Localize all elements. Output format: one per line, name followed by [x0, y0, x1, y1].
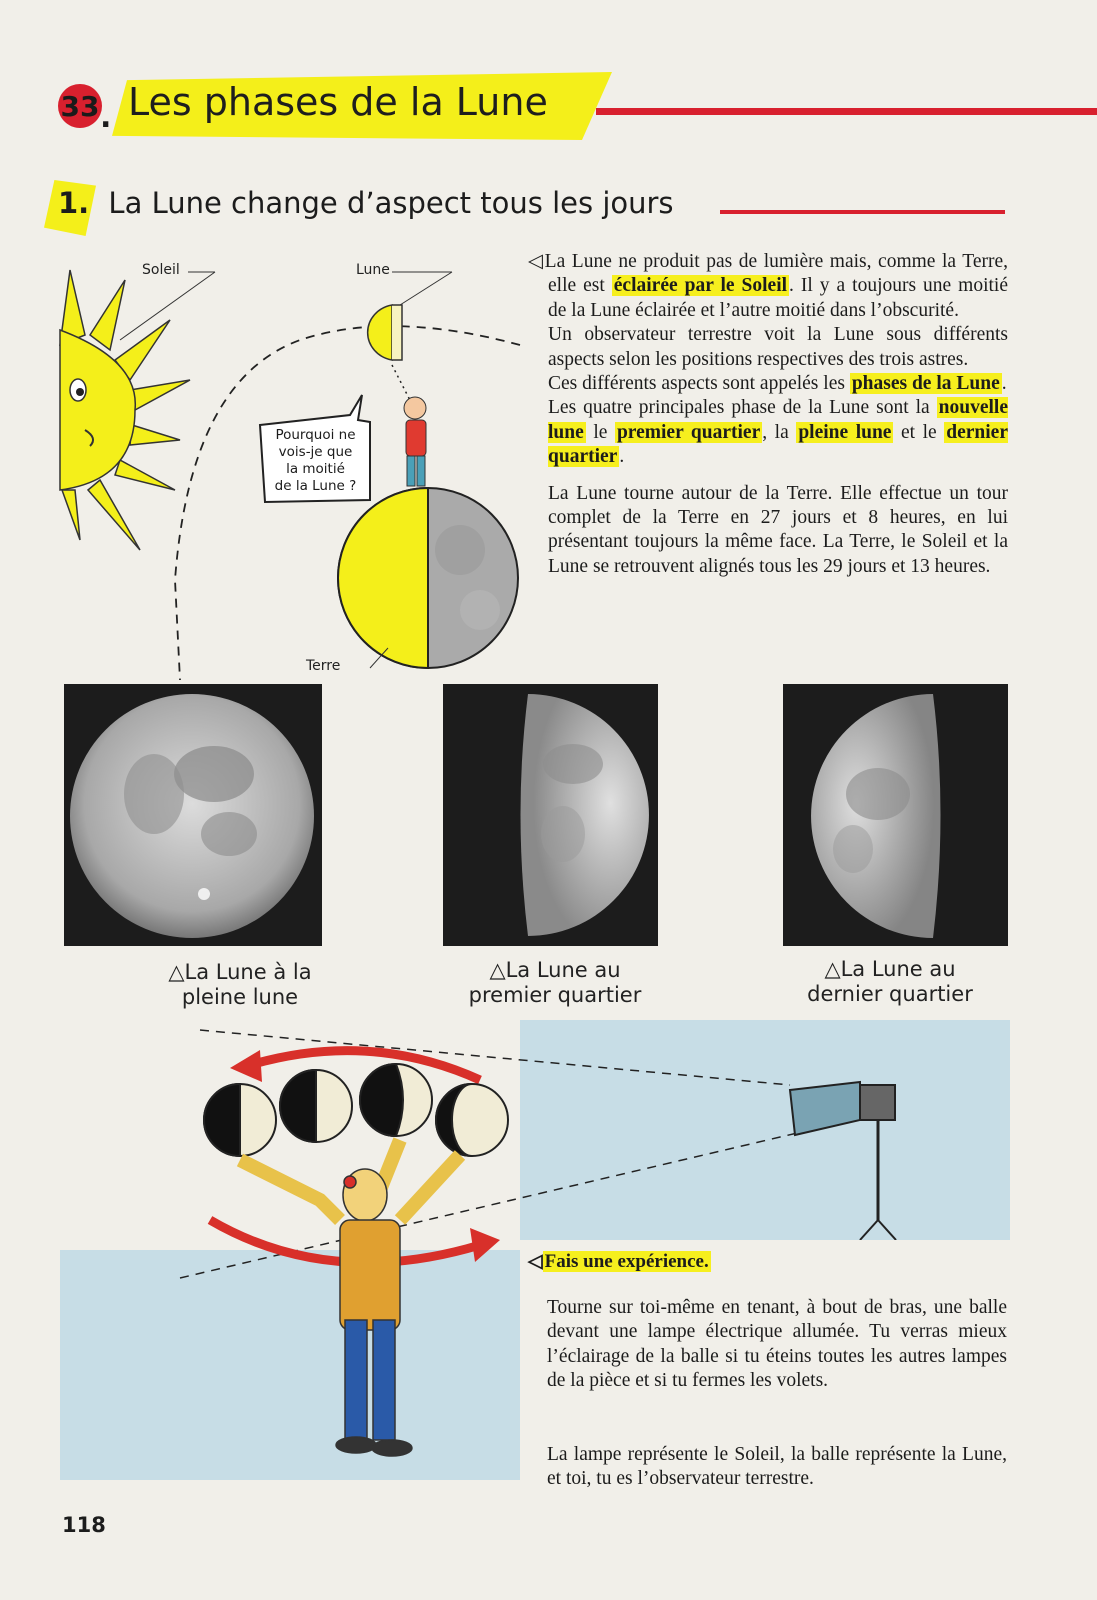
triangle-icon: △: [489, 958, 506, 982]
intro-text: ◁La Lune ne produit pas de lumière mais,…: [528, 250, 1009, 579]
photo-pleine-lune: [64, 684, 322, 946]
caption-premier-quartier: △La Lune au premier quartier: [468, 958, 642, 1007]
section-rule: [720, 210, 1005, 214]
intro-paragraph-1: ◁La Lune ne produit pas de lumière mais,…: [528, 251, 1009, 321]
title-dot: .: [100, 100, 112, 135]
section-number-highlight: [44, 180, 96, 236]
experiment-illustration: [179, 1029, 897, 1457]
photo-premier-quartier: [443, 684, 658, 946]
intro-paragraph-2: Un observateur terrestre voit la Lune so…: [548, 324, 1008, 370]
speech-line: la moitié: [286, 461, 345, 477]
label-terre: Terre: [306, 658, 341, 674]
triangle-icon: △: [168, 960, 185, 984]
lesson-number-badge: 33: [58, 84, 102, 128]
experiment-paragraph-1: Tourne sur toi-même en tenant, à bout de…: [547, 1297, 1007, 1392]
intro-paragraph-4: Les quatre principales phase de la Lune …: [548, 397, 1008, 468]
experiment-title: ◁Fais une expérience.: [528, 1251, 711, 1272]
observer-illustration: [403, 396, 427, 487]
highlight-premier-quartier: premier quartier: [614, 421, 763, 443]
experiment-text-panel: [520, 1240, 1010, 1510]
caption-dernier-quartier: △La Lune au dernier quartier: [807, 957, 973, 1006]
speech-line: de la Lune ?: [274, 478, 357, 494]
page-title: Les phases de la Lune: [128, 80, 548, 124]
section-number: 1.: [58, 186, 90, 220]
triangle-icon: ◁: [528, 1251, 543, 1272]
sun-illustration: [59, 269, 191, 551]
triangle-icon: △: [824, 957, 841, 981]
lamp-illustration: [788, 1080, 897, 1241]
speech-bubble-text: Pourquoi ne vois-je que la moitié de la …: [268, 427, 363, 495]
highlight-pleine-lune: pleine lune: [796, 421, 894, 443]
experiment-background: [520, 1020, 1010, 1240]
triangle-icon: ◁: [528, 251, 545, 272]
photo-dernier-quartier: [783, 684, 1008, 946]
sun-moon-earth-diagram: [59, 269, 521, 681]
label-lune: Lune: [356, 262, 390, 278]
highlight-eclairee: éclairée par le Soleil: [611, 275, 790, 297]
highlight-phases: phases de la Lune: [849, 373, 1002, 395]
experiment-paragraph-2: La lampe représente le Soleil, la balle …: [547, 1444, 1007, 1490]
girl-illustration: [236, 1137, 466, 1457]
intro-paragraph-3: Ces différents aspects sont appelés les …: [548, 373, 1007, 395]
intro-paragraph-5: La Lune tourne autour de la Terre. Elle …: [548, 482, 1008, 577]
speech-line: vois-je que: [278, 444, 353, 460]
section-heading: 1. La Lune change d’aspect tous les jour…: [58, 186, 674, 220]
experiment-background-left: [60, 1250, 520, 1480]
title-rule: [596, 108, 1097, 115]
label-soleil: Soleil: [142, 262, 180, 278]
title-highlight: [112, 72, 612, 140]
speech-line: Pourquoi ne: [275, 427, 356, 443]
page-number: 118: [62, 1513, 106, 1537]
section-title: La Lune change d’aspect tous les jours: [108, 186, 674, 220]
caption-pleine-lune: △La Lune à la pleine lune: [168, 960, 312, 1009]
